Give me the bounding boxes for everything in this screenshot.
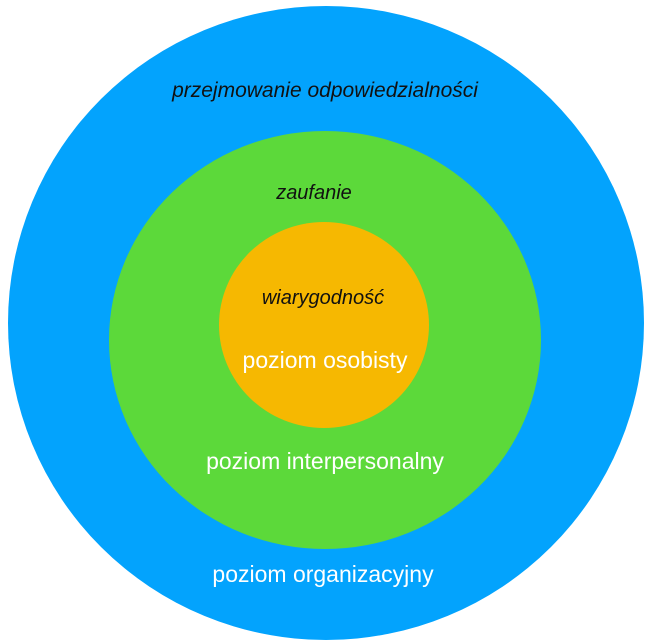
outer-ring-quality-label: przejmowanie odpowiedzialności bbox=[172, 79, 478, 102]
middle-ring-level-label: poziom interpersonalny bbox=[206, 448, 444, 474]
outer-ring-level-label: poziom organizacyjny bbox=[212, 561, 434, 587]
middle-ring-quality-label: zaufanie bbox=[276, 182, 352, 204]
inner-ring-level-label: poziom osobisty bbox=[242, 347, 408, 373]
inner-ring-personal bbox=[219, 222, 429, 428]
inner-ring-quality-label: wiarygodność bbox=[261, 287, 385, 309]
